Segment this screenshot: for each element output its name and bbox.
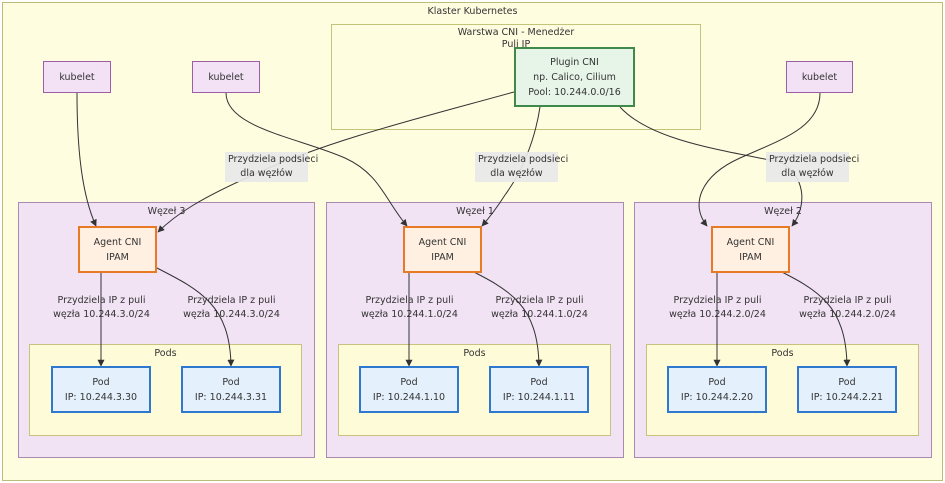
kubelet-node: kubelet xyxy=(786,61,853,93)
plugin-line-1: Plugin CNI xyxy=(550,56,599,68)
edge-label-line-1: Przydziela podsieci xyxy=(769,154,860,165)
edge-label-line-2: węzła 10.244.1.0/24 xyxy=(491,309,588,320)
edge-label-line-2: węzła 10.244.1.0/24 xyxy=(361,309,458,320)
node-title: Węzeł 3 xyxy=(147,206,186,217)
kubelet-label: kubelet xyxy=(208,71,244,83)
edge-label-line-1: Przydziela IP z puli xyxy=(57,295,146,306)
pods-title: Pods xyxy=(154,348,177,359)
edge-label-line-2: dla węzłów xyxy=(490,168,543,179)
pod-node: Pod IP: 10.244.3.31 xyxy=(181,366,281,413)
pod-ip: IP: 10.244.2.21 xyxy=(810,391,884,403)
edge-label-line-2: węzła 10.244.3.0/24 xyxy=(183,309,280,320)
agent-cni-node: Agent CNI IPAM xyxy=(711,226,790,273)
edge-label-assign: Przydziela IP z puli węzła 10.244.2.0/24 xyxy=(666,294,769,322)
edge-label-assign: Przydziela IP z puli węzła 10.244.3.0/24 xyxy=(180,294,283,322)
pod-label: Pod xyxy=(838,376,856,388)
pod-node: Pod IP: 10.244.3.30 xyxy=(51,366,151,413)
agent-line-2: IPAM xyxy=(106,251,129,263)
edge-kubelet-node1 xyxy=(225,92,408,227)
edge-label-line-1: Przydziela IP z puli xyxy=(803,295,892,306)
edge-label-line-2: węzła 10.244.2.0/24 xyxy=(669,309,766,320)
agent-line-1: Agent CNI xyxy=(418,236,467,248)
edge-label-subnet: Przydziela podsieci dla węzłów xyxy=(766,152,860,182)
edge-kubelet-node2 xyxy=(698,92,821,227)
edge-label-line-1: Przydziela podsieci xyxy=(478,154,569,165)
pods-title: Pods xyxy=(771,348,794,359)
edge-agent-pod xyxy=(465,267,543,367)
edge-agent-pod xyxy=(156,267,235,367)
edge-plugin-node3 xyxy=(157,91,515,233)
pod-label: Pod xyxy=(222,376,240,388)
pod-ip: IP: 10.244.1.11 xyxy=(502,391,576,403)
pod-node: Pod IP: 10.244.2.21 xyxy=(797,366,897,413)
node-title: Węzeł 1 xyxy=(456,206,494,217)
edge-label-line-1: Przydziela IP z puli xyxy=(495,295,584,306)
cni-layer-title: Warstwa CNI - Menedżer xyxy=(457,27,575,38)
node-title: Węzeł 2 xyxy=(764,206,802,217)
pod-label: Pod xyxy=(400,376,418,388)
edge-label-line-2: dla węzłów xyxy=(240,168,293,179)
pod-ip: IP: 10.244.3.30 xyxy=(64,391,138,403)
pod-label: Pod xyxy=(92,376,110,388)
edge-label-assign: Przydziela IP z puli węzła 10.244.3.0/24 xyxy=(50,294,153,322)
edge-label-line-1: Przydziela podsieci xyxy=(228,154,319,165)
kubelet-node: kubelet xyxy=(43,61,111,93)
agent-cni-node: Agent CNI IPAM xyxy=(403,226,482,273)
plugin-cni-node: Plugin CNI np. Calico, Cilium Pool: 10.2… xyxy=(514,47,635,107)
plugin-line-2: np. Calico, Cilium xyxy=(533,71,616,83)
pod-ip: IP: 10.244.1.10 xyxy=(372,391,446,403)
pod-node: Pod IP: 10.244.2.20 xyxy=(667,366,767,413)
edge-label-assign: Przydziela IP z puli węzła 10.244.1.0/24 xyxy=(358,294,461,322)
kubelet-node: kubelet xyxy=(192,61,260,93)
edge-label-subnet: Przydziela podsieci dla węzłów xyxy=(475,152,569,182)
agent-line-1: Agent CNI xyxy=(93,236,142,248)
agent-line-1: Agent CNI xyxy=(726,236,775,248)
pod-ip: IP: 10.244.3.31 xyxy=(194,391,268,403)
pod-label: Pod xyxy=(530,376,548,388)
pod-node: Pod IP: 10.244.1.11 xyxy=(489,366,589,413)
pod-ip: IP: 10.244.2.20 xyxy=(680,391,754,403)
edge-label-line-1: Przydziela IP z puli xyxy=(365,295,454,306)
agent-cni-node: Agent CNI IPAM xyxy=(78,226,157,273)
edge-kubelet-node3 xyxy=(76,92,97,227)
edge-label-line-2: węzła 10.244.2.0/24 xyxy=(799,309,896,320)
edge-label-assign: Przydziela IP z puli węzła 10.244.2.0/24 xyxy=(796,294,899,322)
edge-plugin-node1 xyxy=(481,106,541,227)
agent-line-2: IPAM xyxy=(431,251,454,263)
edge-agent-pod xyxy=(773,267,851,367)
edge-label-line-1: Przydziela IP z puli xyxy=(673,295,762,306)
edge-label-assign: Przydziela IP z puli węzła 10.244.1.0/24 xyxy=(488,294,591,322)
agent-line-2: IPAM xyxy=(739,251,762,263)
edge-label-line-2: węzła 10.244.3.0/24 xyxy=(53,309,150,320)
cni-layer-title-2: Puli IP xyxy=(501,39,531,50)
pods-title: Pods xyxy=(463,348,486,359)
kubelet-label: kubelet xyxy=(59,71,95,83)
edge-label-subnet: Przydziela podsieci dla węzłów xyxy=(225,152,319,182)
pod-node: Pod IP: 10.244.1.10 xyxy=(359,366,459,413)
kubelet-label: kubelet xyxy=(801,71,838,83)
plugin-line-3: Pool: 10.244.0.0/16 xyxy=(528,86,621,98)
pod-label: Pod xyxy=(708,376,726,388)
edge-label-line-2: dla węzłów xyxy=(781,168,834,179)
edge-label-line-1: Przydziela IP z puli xyxy=(187,295,276,306)
cluster-title: Klaster Kubernetes xyxy=(427,6,518,17)
